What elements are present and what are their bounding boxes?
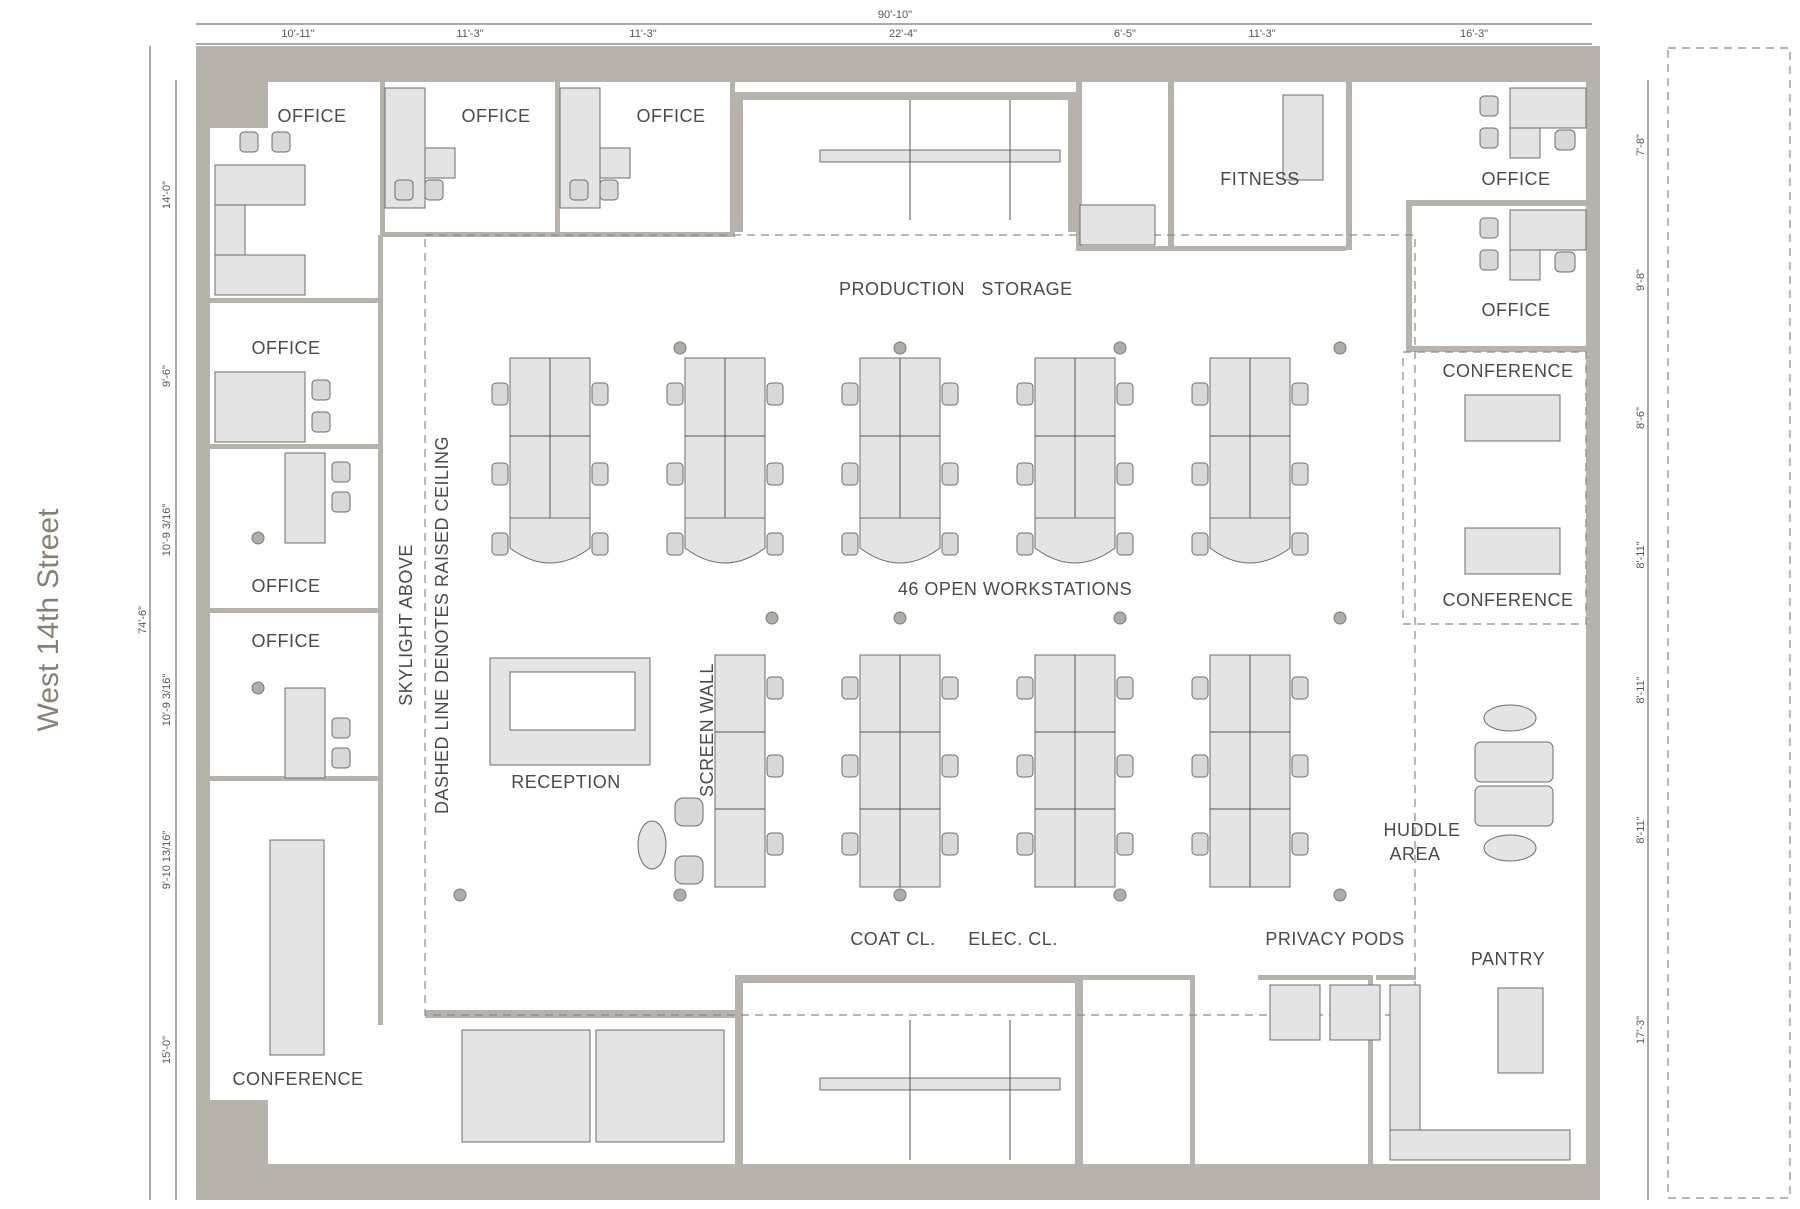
dim-right-6: 8'-11" xyxy=(1635,816,1647,843)
dim-top-2: 11'-3" xyxy=(456,28,483,40)
dim-top-6: 11'-3" xyxy=(1248,28,1275,40)
label-office-left-2: OFFICE xyxy=(252,338,321,358)
label-conference-right-1: CONFERENCE xyxy=(1442,361,1573,381)
label-office-1: OFFICE xyxy=(278,106,347,126)
label-huddle-2: AREA xyxy=(1389,844,1440,864)
dim-right-1: 7'-8" xyxy=(1635,134,1647,156)
dim-top-4: 22'-4" xyxy=(889,28,917,40)
dim-left-4: 10'-9 3/16" xyxy=(161,674,173,727)
reception-desk xyxy=(489,657,704,885)
label-fitness: FITNESS xyxy=(1220,169,1300,189)
dim-right-2: 9'-8" xyxy=(1635,269,1647,291)
workstations-bottom xyxy=(714,654,1309,888)
label-office-right-2: OFFICE xyxy=(1482,300,1551,320)
stairs-and-elevators xyxy=(461,100,1061,1160)
dim-top-3: 11'-3" xyxy=(629,28,656,40)
raised-ceiling-outline xyxy=(424,234,1416,1016)
label-coat-closet: COAT CL. xyxy=(850,929,935,949)
adjacent-outline xyxy=(1667,47,1791,1199)
label-open-workstations: 46 OPEN WORKSTATIONS xyxy=(898,579,1132,599)
dim-right-4: 8'-11" xyxy=(1635,541,1647,568)
dim-right-3: 8'-6" xyxy=(1635,407,1647,429)
label-elec-closet: ELEC. CL. xyxy=(968,929,1058,949)
dim-left-5: 9'-10 13/16" xyxy=(161,831,173,890)
label-office-2: OFFICE xyxy=(462,106,531,126)
dim-left-3: 10'-9 3/16" xyxy=(161,504,173,557)
label-conference-right-2: CONFERENCE xyxy=(1442,590,1573,610)
right-dimensions: 7'-8" 9'-8" 8'-6" 8'-11" 8'-11" 8'-11" 1… xyxy=(1635,47,1791,1200)
label-privacy-pods: PRIVACY PODS xyxy=(1265,929,1404,949)
dim-top-total: 90'-10" xyxy=(878,9,912,21)
exterior-walls xyxy=(196,46,1600,1200)
label-office-3: OFFICE xyxy=(637,106,706,126)
dim-left-6: 15'-0" xyxy=(161,1036,173,1064)
top-dimensions: 90'-10" 10'-11" 11'-3" 11'-3" 22'-4" 6'-… xyxy=(196,9,1592,45)
workstations-top xyxy=(491,357,1309,564)
columns xyxy=(251,341,1347,902)
conference-dashed-outline xyxy=(1402,351,1587,625)
dim-left-2: 9'-6" xyxy=(161,365,173,387)
left-dimensions: 74'-6" 14'-0" 9'-6" 10'-9 3/16" 10'-9 3/… xyxy=(137,46,177,1200)
dim-top-5: 6'-5" xyxy=(1114,28,1136,40)
label-production: PRODUCTION xyxy=(839,279,965,299)
label-pantry: PANTRY xyxy=(1471,949,1545,969)
dim-right-7: 17'-3" xyxy=(1635,1016,1647,1044)
dim-top-7: 16'-3" xyxy=(1460,28,1488,40)
label-conference-left: CONFERENCE xyxy=(232,1069,363,1089)
dim-left-1: 14'-0" xyxy=(161,181,173,209)
label-office-left-4: OFFICE xyxy=(252,631,321,651)
dim-top-1: 10'-11" xyxy=(281,28,314,40)
label-reception: RECEPTION xyxy=(511,772,621,792)
label-office-left-3: OFFICE xyxy=(252,576,321,596)
label-skylight-above: SKYLIGHT ABOVE xyxy=(396,544,416,706)
label-office-right-1: OFFICE xyxy=(1482,169,1551,189)
dim-left-total: 74'-6" xyxy=(137,606,149,634)
label-storage: STORAGE xyxy=(981,279,1072,299)
office-furniture xyxy=(214,87,1587,1161)
room-labels: OFFICE OFFICE OFFICE FITNESS OFFICE OFFI… xyxy=(232,106,1573,1089)
street-label: West 14th Street xyxy=(32,508,65,732)
label-raised-ceiling: DASHED LINE DENOTES RAISED CEILING xyxy=(432,436,452,814)
dim-right-5: 8'-11" xyxy=(1635,676,1647,703)
label-huddle-1: HUDDLE xyxy=(1383,820,1460,840)
label-screen-wall: SCREEN WALL xyxy=(697,663,717,797)
